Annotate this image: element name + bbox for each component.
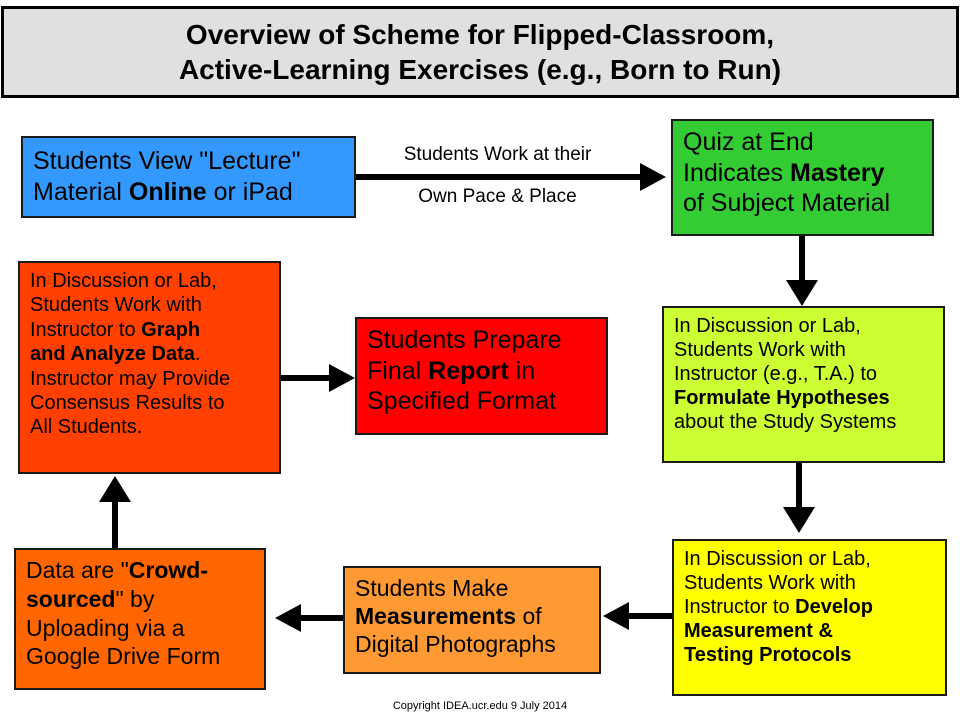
protocols-line-1: In Discussion or Lab,	[684, 548, 871, 570]
measurements-line-3: Digital Photographs	[355, 631, 556, 658]
copyright-notice: Copyright IDEA.ucr.edu 9 July 2014	[392, 700, 568, 712]
measurements-line-1: Students Make	[355, 575, 509, 601]
protocols-line-2: Students Work with	[684, 572, 856, 594]
hypotheses-line-2: Students Work with	[674, 339, 846, 361]
graph-line-3: Instructor to Graph	[30, 318, 201, 341]
title-line-2: Active-Learning Exercises (e.g., Born to…	[178, 54, 782, 85]
report-line-1: Students Prepare	[367, 326, 562, 354]
arrow-label-bottom: Own Pace & Place	[418, 186, 577, 207]
protocols-line-4: Measurement &	[684, 620, 833, 642]
crowdsourced-line-1: Data are "Crowd-	[26, 557, 208, 583]
quiz-line-1: Quiz at End	[683, 128, 814, 156]
graph-line-7: All Students.	[30, 416, 143, 439]
measurements-line-2: Measurements of	[355, 603, 542, 630]
box-formulate-hypotheses: In Discussion or Lab, Students Work with…	[662, 306, 945, 463]
arrowhead-right-icon	[329, 364, 355, 392]
arrow-line-crowdsourced-to-graph	[112, 500, 118, 548]
crowdsourced-line-4: Google Drive Form	[26, 643, 221, 670]
hypotheses-line-3: Instructor (e.g., T.A.) to	[674, 363, 878, 385]
arrow-line-quiz-to-hypotheses	[799, 236, 805, 282]
quiz-line-3: of Subject Material	[683, 189, 891, 217]
arrow-line-hypotheses-to-protocols	[796, 463, 802, 509]
box-view-lecture: Students View "Lecture" Material Online …	[21, 136, 356, 218]
arrowhead-down-icon	[783, 507, 815, 533]
graph-line-4: and Analyze Data.	[30, 343, 201, 366]
box-graph-analyze-data: In Discussion or Lab, Students Work with…	[18, 261, 281, 474]
box-final-report: Students Prepare Final Report in Specifi…	[355, 317, 608, 435]
crowdsourced-line-2: sourced" by	[26, 585, 155, 612]
arrowhead-right-icon	[640, 163, 666, 191]
arrow-line-view-to-quiz	[356, 174, 642, 180]
arrow-label-top: Students Work at their	[403, 144, 592, 165]
view-lecture-line-2: Material Online or iPad	[33, 177, 293, 206]
graph-line-5: Instructor may Provide	[30, 367, 231, 390]
quiz-line-2: Indicates Mastery	[683, 158, 885, 187]
graph-line-6: Consensus Results to	[30, 391, 225, 414]
title-banner: Overview of Scheme for Flipped-Classroom…	[1, 6, 959, 98]
arrowhead-left-icon	[603, 602, 629, 630]
hypotheses-line-4: Formulate Hypotheses	[674, 387, 890, 409]
report-line-2: Final Report in	[367, 356, 536, 385]
box-crowdsourced-data: Data are "Crowd- sourced" by Uploading v…	[14, 548, 266, 690]
hypotheses-line-5: about the Study Systems	[674, 411, 897, 433]
arrowhead-left-icon	[275, 604, 301, 632]
report-line-3: Specified Format	[367, 387, 556, 415]
graph-line-1: In Discussion or Lab,	[30, 270, 217, 292]
arrowhead-up-icon	[99, 476, 131, 502]
box-develop-protocols: In Discussion or Lab, Students Work with…	[672, 539, 947, 696]
protocols-line-3: Instructor to Develop	[684, 596, 873, 618]
box-make-measurements: Students Make Measurements of Digital Ph…	[343, 566, 601, 674]
arrow-line-protocols-to-measurements	[628, 613, 672, 619]
title-line-1: Overview of Scheme for Flipped-Classroom…	[185, 19, 775, 50]
box-quiz: Quiz at End Indicates Mastery of Subject…	[671, 119, 934, 236]
arrow-line-measurements-to-crowdsourced	[300, 615, 343, 621]
graph-line-2: Students Work with	[30, 294, 202, 317]
view-lecture-line-1: Students View "Lecture"	[33, 147, 301, 175]
crowdsourced-line-3: Uploading via a	[26, 614, 185, 641]
arrowhead-down-icon	[786, 280, 818, 306]
hypotheses-line-1: In Discussion or Lab,	[674, 315, 861, 337]
protocols-line-5: Testing Protocols	[684, 644, 852, 666]
arrow-line-graph-to-report	[281, 375, 331, 381]
